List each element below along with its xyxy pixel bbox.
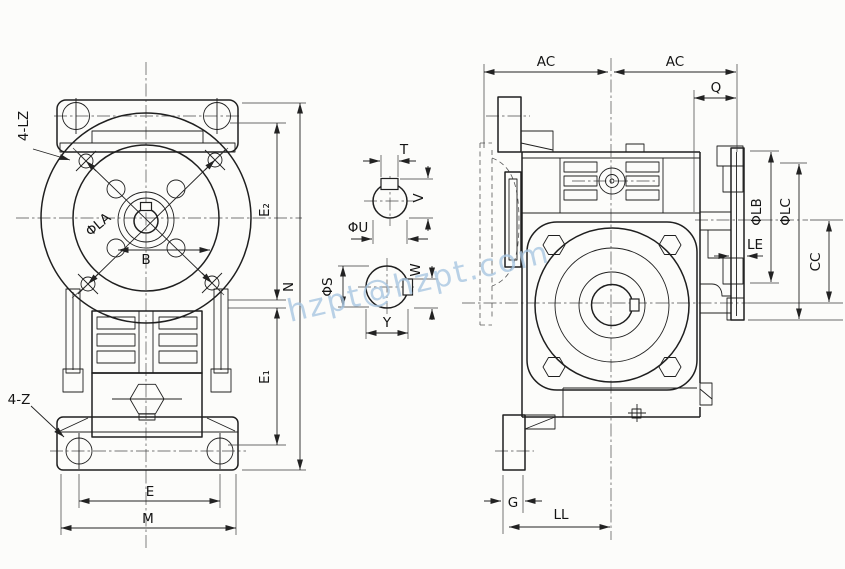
front-lower-housing xyxy=(56,288,239,471)
housing-boss-icon xyxy=(598,167,626,195)
dim-label-w: W xyxy=(408,263,424,276)
input-shaft-section: T V ΦU xyxy=(348,142,433,244)
foot-hole-icon xyxy=(65,433,93,469)
dim-label-y: Y xyxy=(382,315,392,331)
output-bore-keyway xyxy=(139,201,153,212)
dim-label-e1: E₁ xyxy=(257,370,273,384)
side-right-flange-stack xyxy=(699,145,745,321)
side-foot xyxy=(502,414,556,471)
side-view: AC AC Q ΦLB ΦLC LE CC G LL xyxy=(462,54,843,540)
side-dimensions xyxy=(483,64,843,534)
hidden-motor-outline xyxy=(479,142,520,326)
side-centerlines xyxy=(462,58,843,540)
dim-label-e: E xyxy=(146,484,155,500)
dim-label-e2: E₂ xyxy=(257,203,273,217)
dim-label-le: LE xyxy=(747,237,763,253)
side-plug-icon xyxy=(699,382,713,406)
hollow-bore-keyway xyxy=(629,298,640,312)
input-shaft-dimensions xyxy=(351,155,433,244)
side-top-bracket xyxy=(497,96,554,153)
side-housing xyxy=(521,143,713,422)
output-shaft-section: ΦS W Y xyxy=(320,258,438,339)
input-shaft-keyway xyxy=(380,177,399,191)
dim-label-phi-s: ΦS xyxy=(320,277,336,296)
hex-plug-icon xyxy=(112,383,182,415)
dim-label-4z: 4-Z xyxy=(8,392,31,408)
dim-label-phi-la: ΦLA xyxy=(83,209,115,240)
dim-label-4lz: 4-LZ xyxy=(16,111,32,141)
foot-hole-icon xyxy=(206,433,234,469)
dim-label-v: V xyxy=(411,193,427,203)
dim-label-m: M xyxy=(142,511,154,527)
side-output-flange xyxy=(526,221,698,391)
dim-label-n: N xyxy=(281,282,297,292)
dim-label-ac-right: AC xyxy=(666,54,684,70)
drain-plug-icon xyxy=(628,404,646,422)
dim-label-ac-left: AC xyxy=(537,54,555,70)
dim-label-ll: LL xyxy=(553,507,569,523)
dim-label-phi-u: ΦU xyxy=(348,220,369,236)
dim-label-g: G xyxy=(508,495,518,511)
front-view: 4-LZ ΦLA B 4-Z E M E₂ E₁ N xyxy=(8,62,306,548)
front-dimensions xyxy=(30,102,306,535)
dim-label-q: Q xyxy=(711,80,722,96)
side-input-flange-plate xyxy=(504,171,522,268)
dim-label-phi-lb: ΦLB xyxy=(749,198,765,225)
dim-label-cc: CC xyxy=(808,253,824,272)
output-shaft-keyway xyxy=(402,278,414,296)
dim-label-b: B xyxy=(141,252,150,268)
output-shaft-dimensions xyxy=(338,265,438,339)
front-top-flange xyxy=(56,98,239,153)
dim-label-t: T xyxy=(399,142,409,158)
dim-label-phi-lc: ΦLC xyxy=(778,198,794,226)
front-centerlines xyxy=(16,62,302,548)
